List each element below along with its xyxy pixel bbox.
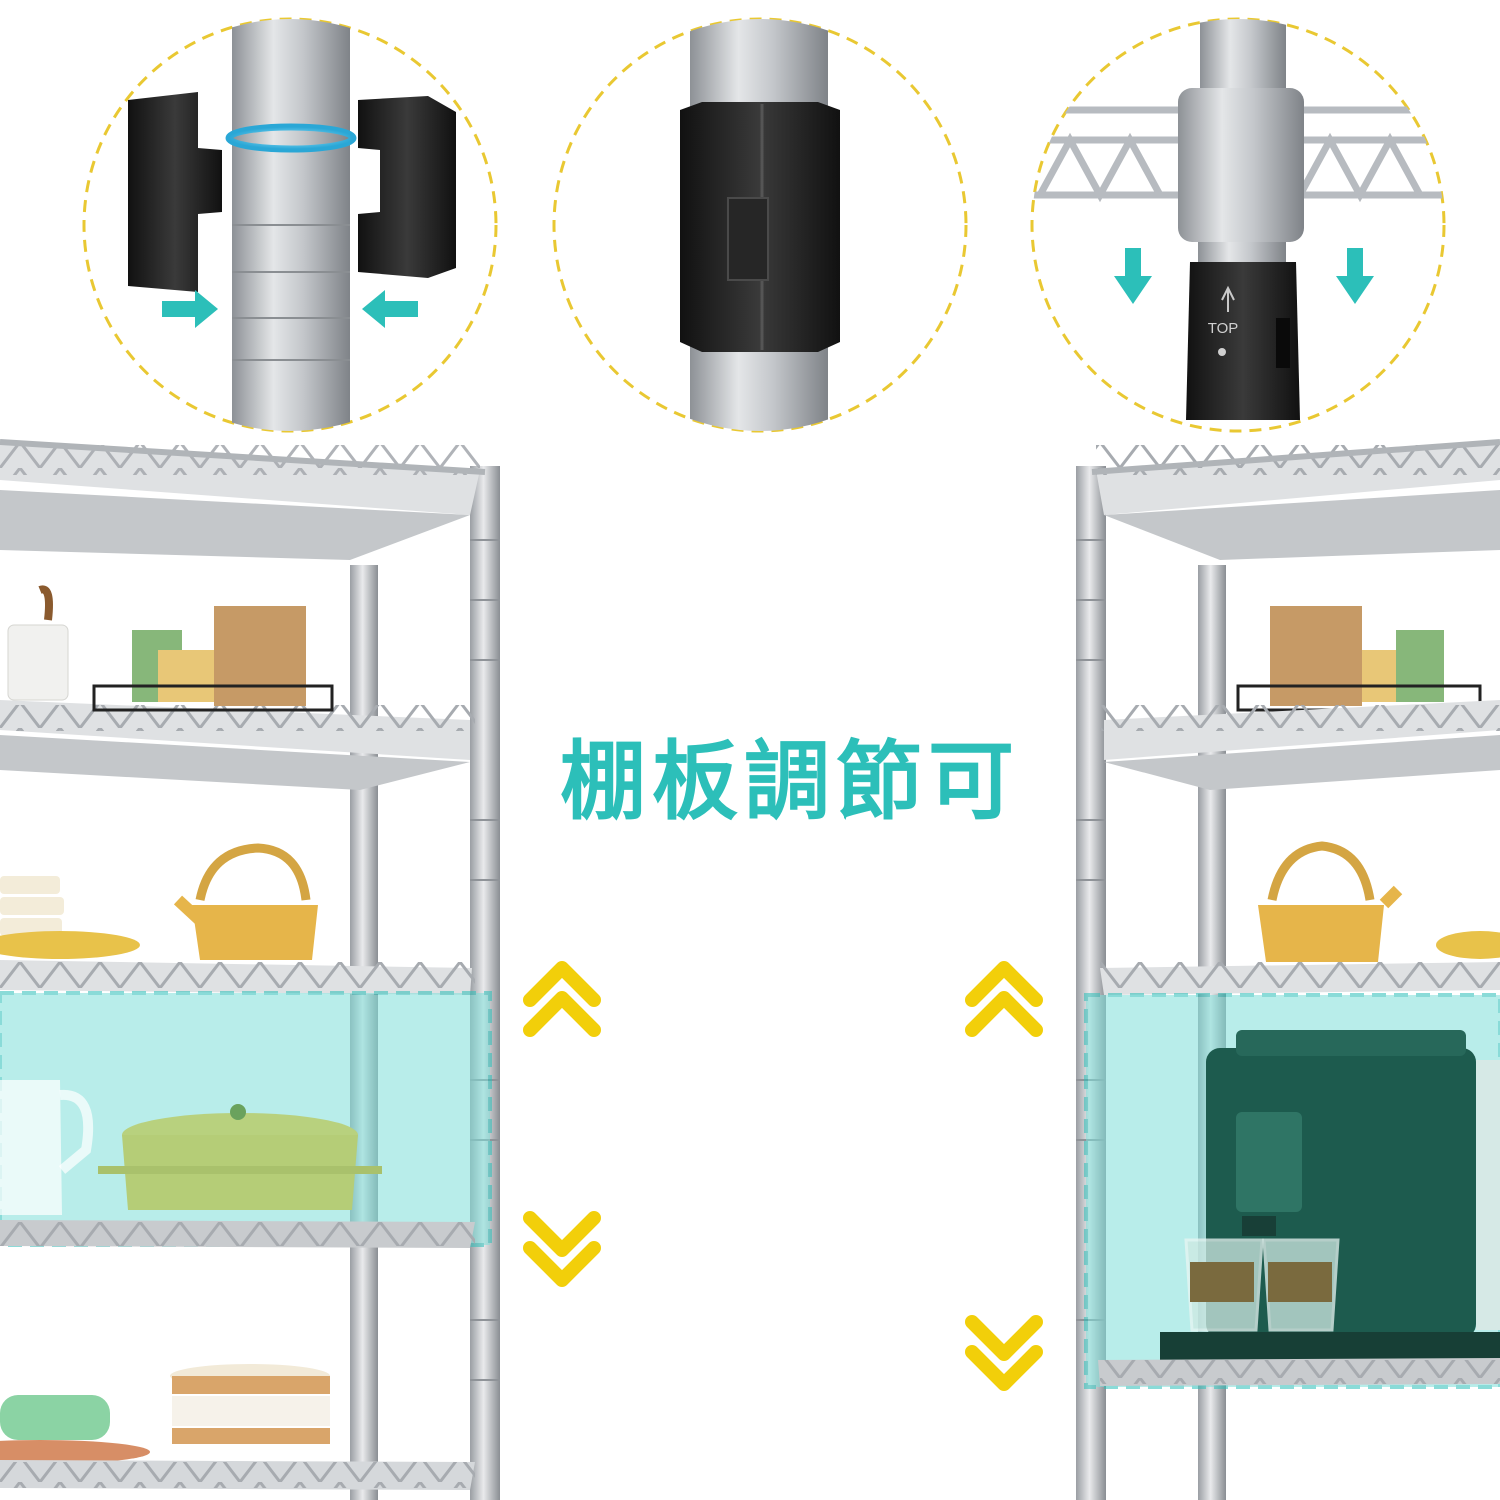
arrow-right-icon <box>162 290 218 328</box>
foot-cap-label: TOP <box>1208 320 1239 337</box>
right-shelving-unit <box>1076 439 1500 1500</box>
arrow-down-icon <box>1114 248 1152 304</box>
detail-circle-foot-cap: TOP <box>1030 17 1446 433</box>
caption-adjustable-shelves: 棚板調節可 <box>560 731 1020 832</box>
split-sleeve-clip-icon <box>128 92 456 292</box>
foot-cap-icon: TOP <box>1186 262 1300 420</box>
left-shelving-unit <box>0 439 500 1500</box>
double-chevron-down-icon <box>965 1315 1043 1391</box>
double-chevron-up-icon <box>523 961 601 1037</box>
groove-ring-icon <box>225 123 357 153</box>
arrow-left-icon <box>362 290 418 328</box>
detail-circle-clip-open <box>82 17 498 433</box>
assembled-sleeve-icon <box>680 102 840 352</box>
double-chevron-down-icon <box>523 1211 601 1287</box>
detail-circle-clip-closed <box>552 17 968 433</box>
double-chevron-up-icon <box>965 961 1043 1037</box>
arrow-down-icon <box>1336 248 1374 304</box>
